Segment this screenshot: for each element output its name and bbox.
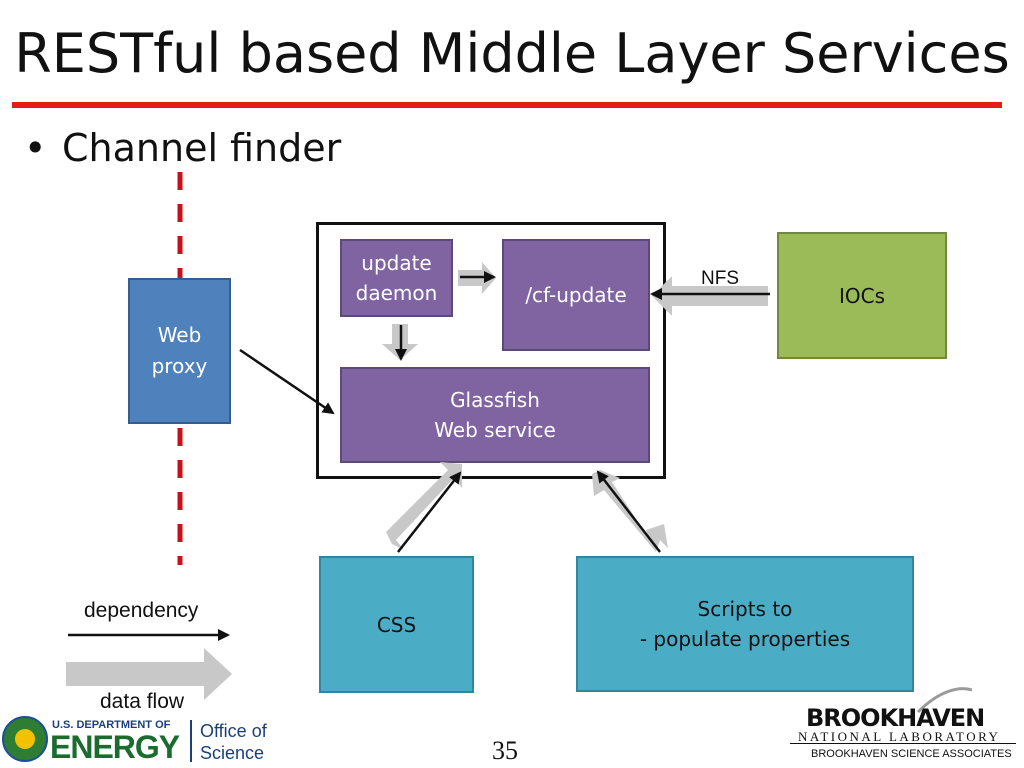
iocs-box: IOCs — [777, 232, 947, 359]
slide-title: RESTful based Middle Layer Services — [14, 22, 1010, 85]
legend-dataflow-label: data flow — [100, 690, 185, 713]
dependency-arrow-scripts-to-glassfish — [596, 470, 661, 553]
nfs-label: NFS — [701, 268, 739, 289]
dependency-arrow-css-to-glassfish — [397, 471, 462, 553]
bnl-name-text: BROOKHAVEN — [806, 704, 985, 732]
doe-energy-text: ENERGY — [50, 729, 180, 765]
office-of-text: Office of — [200, 721, 267, 741]
doe-seal-icon — [2, 716, 48, 762]
bullet-text: Channel finder — [62, 126, 342, 170]
footer-divider — [190, 720, 192, 762]
bullet-dot-icon: • — [24, 126, 47, 170]
dataflow-arrow-css-glassfish — [386, 462, 462, 550]
cf-update-box: /cf-update — [502, 239, 650, 351]
css-box: CSS — [319, 556, 474, 693]
bnl-rule — [790, 743, 1016, 744]
science-text: Science — [200, 743, 265, 763]
update-daemon-box: update daemon — [340, 239, 453, 317]
title-underline — [12, 102, 1002, 108]
legend-dataflow-arrow — [66, 648, 232, 700]
glassfish-box: Glassfish Web service — [340, 367, 650, 463]
page-number: 35 — [492, 736, 518, 765]
dataflow-arrow-iocs-to-cf — [652, 276, 768, 316]
doe-department-text: U.S. DEPARTMENT OF — [52, 719, 171, 731]
legend-dependency-label: dependency — [84, 599, 199, 622]
web-proxy-box: Web proxy — [128, 278, 231, 424]
bnl-lab-text: NATIONAL LABORATORY — [798, 729, 1001, 744]
bnl-associates-text: BROOKHAVEN SCIENCE ASSOCIATES — [811, 748, 1012, 760]
dependency-arrow-proxy-to-glassfish — [239, 348, 335, 415]
scripts-box: Scripts to - populate properties — [576, 556, 914, 692]
bullet-item: • Channel finder — [24, 126, 341, 170]
